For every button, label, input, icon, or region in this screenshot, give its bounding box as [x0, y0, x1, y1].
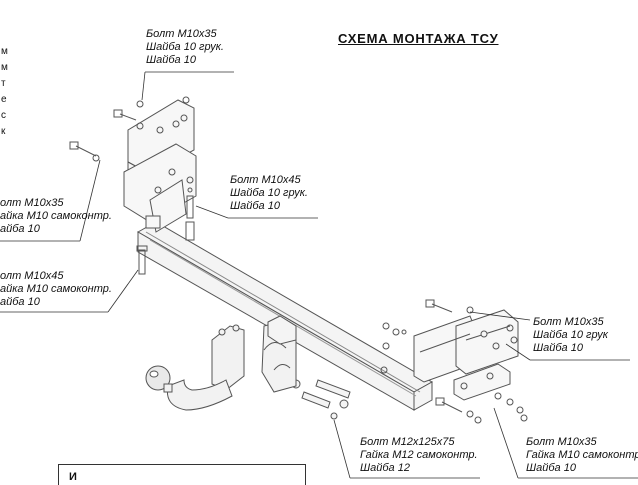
bottom-center-bolt-set: [291, 379, 351, 420]
page-title: СХЕМА МОНТАЖА ТСУ: [338, 31, 499, 46]
label-left-upper-bolts: олт М10х35 айка М10 самоконтр. айба 10: [0, 197, 112, 236]
label-line: Гайка М10 самоконтр.: [526, 449, 638, 461]
label-line: Шайба 10 грук: [533, 329, 608, 341]
side-letter: с: [1, 110, 6, 121]
side-letter: е: [1, 94, 7, 105]
label-line: Болт М10х35: [533, 316, 604, 328]
side-letter: м: [1, 62, 8, 73]
label-line: айка М10 самоконтр.: [0, 210, 112, 222]
label-line: Шайба 10: [230, 200, 280, 212]
label-line: Шайба 12: [360, 462, 410, 474]
vertical-bolt-mid: [185, 176, 195, 241]
label-line: Гайка М12 самоконтр.: [360, 449, 478, 461]
top-bolt-set: [113, 96, 190, 130]
label-line: Шайба 10: [146, 54, 196, 66]
left-mounting-bracket: [123, 99, 197, 233]
side-letter: т: [1, 78, 6, 89]
left-upper-bolt: [69, 141, 100, 162]
label-mid-bolts: Болт М10х45 Шайба 10 грук. Шайба 10: [230, 174, 308, 213]
right-bolt-set: [380, 299, 518, 374]
hitch-neck: [267, 315, 297, 345]
label-line: Шайба 10: [533, 342, 583, 354]
label-line: Шайба 10 грук.: [230, 187, 308, 199]
bottom-right-bolt-set: [435, 392, 528, 424]
note-text: И: [69, 471, 77, 483]
label-line: айка М10 самоконтр.: [0, 283, 112, 295]
right-mounting-bracket: [413, 309, 519, 401]
label-line: Болт М10х35: [146, 28, 217, 40]
label-line: Болт М10х35: [526, 436, 597, 448]
side-letter: к: [1, 126, 6, 137]
label-right-bolts: Болт М10х35 Шайба 10 грук Шайба 10: [533, 316, 608, 355]
label-line: олт М10х45: [0, 270, 64, 282]
side-letters: м м т е с к: [1, 44, 8, 140]
label-line: Шайба 10 грук.: [146, 41, 224, 53]
label-bottom-center-bolts: Болт М12х125х75 Гайка М12 самоконтр. Шай…: [360, 436, 478, 475]
label-top-bolts: Болт М10х35 Шайба 10 грук. Шайба 10: [146, 28, 224, 67]
label-line: Болт М10х45: [230, 174, 301, 186]
label-bottom-right-bolts: Болт М10х35 Гайка М10 самоконтр. Шайба 1…: [526, 436, 638, 475]
label-line: Болт М12х125х75: [360, 436, 455, 448]
label-left-lower-bolts: олт М10х45 айка М10 самоконтр. айба 10: [0, 270, 112, 309]
leader-lines: [0, 71, 638, 479]
vertical-bolt-left: [136, 245, 148, 275]
side-letter: м: [1, 46, 8, 57]
installation-note-box: И: [58, 464, 306, 485]
label-line: айба 10: [0, 223, 40, 235]
label-line: айба 10: [0, 296, 40, 308]
label-line: олт М10х35: [0, 197, 64, 209]
label-line: Шайба 10: [526, 462, 576, 474]
